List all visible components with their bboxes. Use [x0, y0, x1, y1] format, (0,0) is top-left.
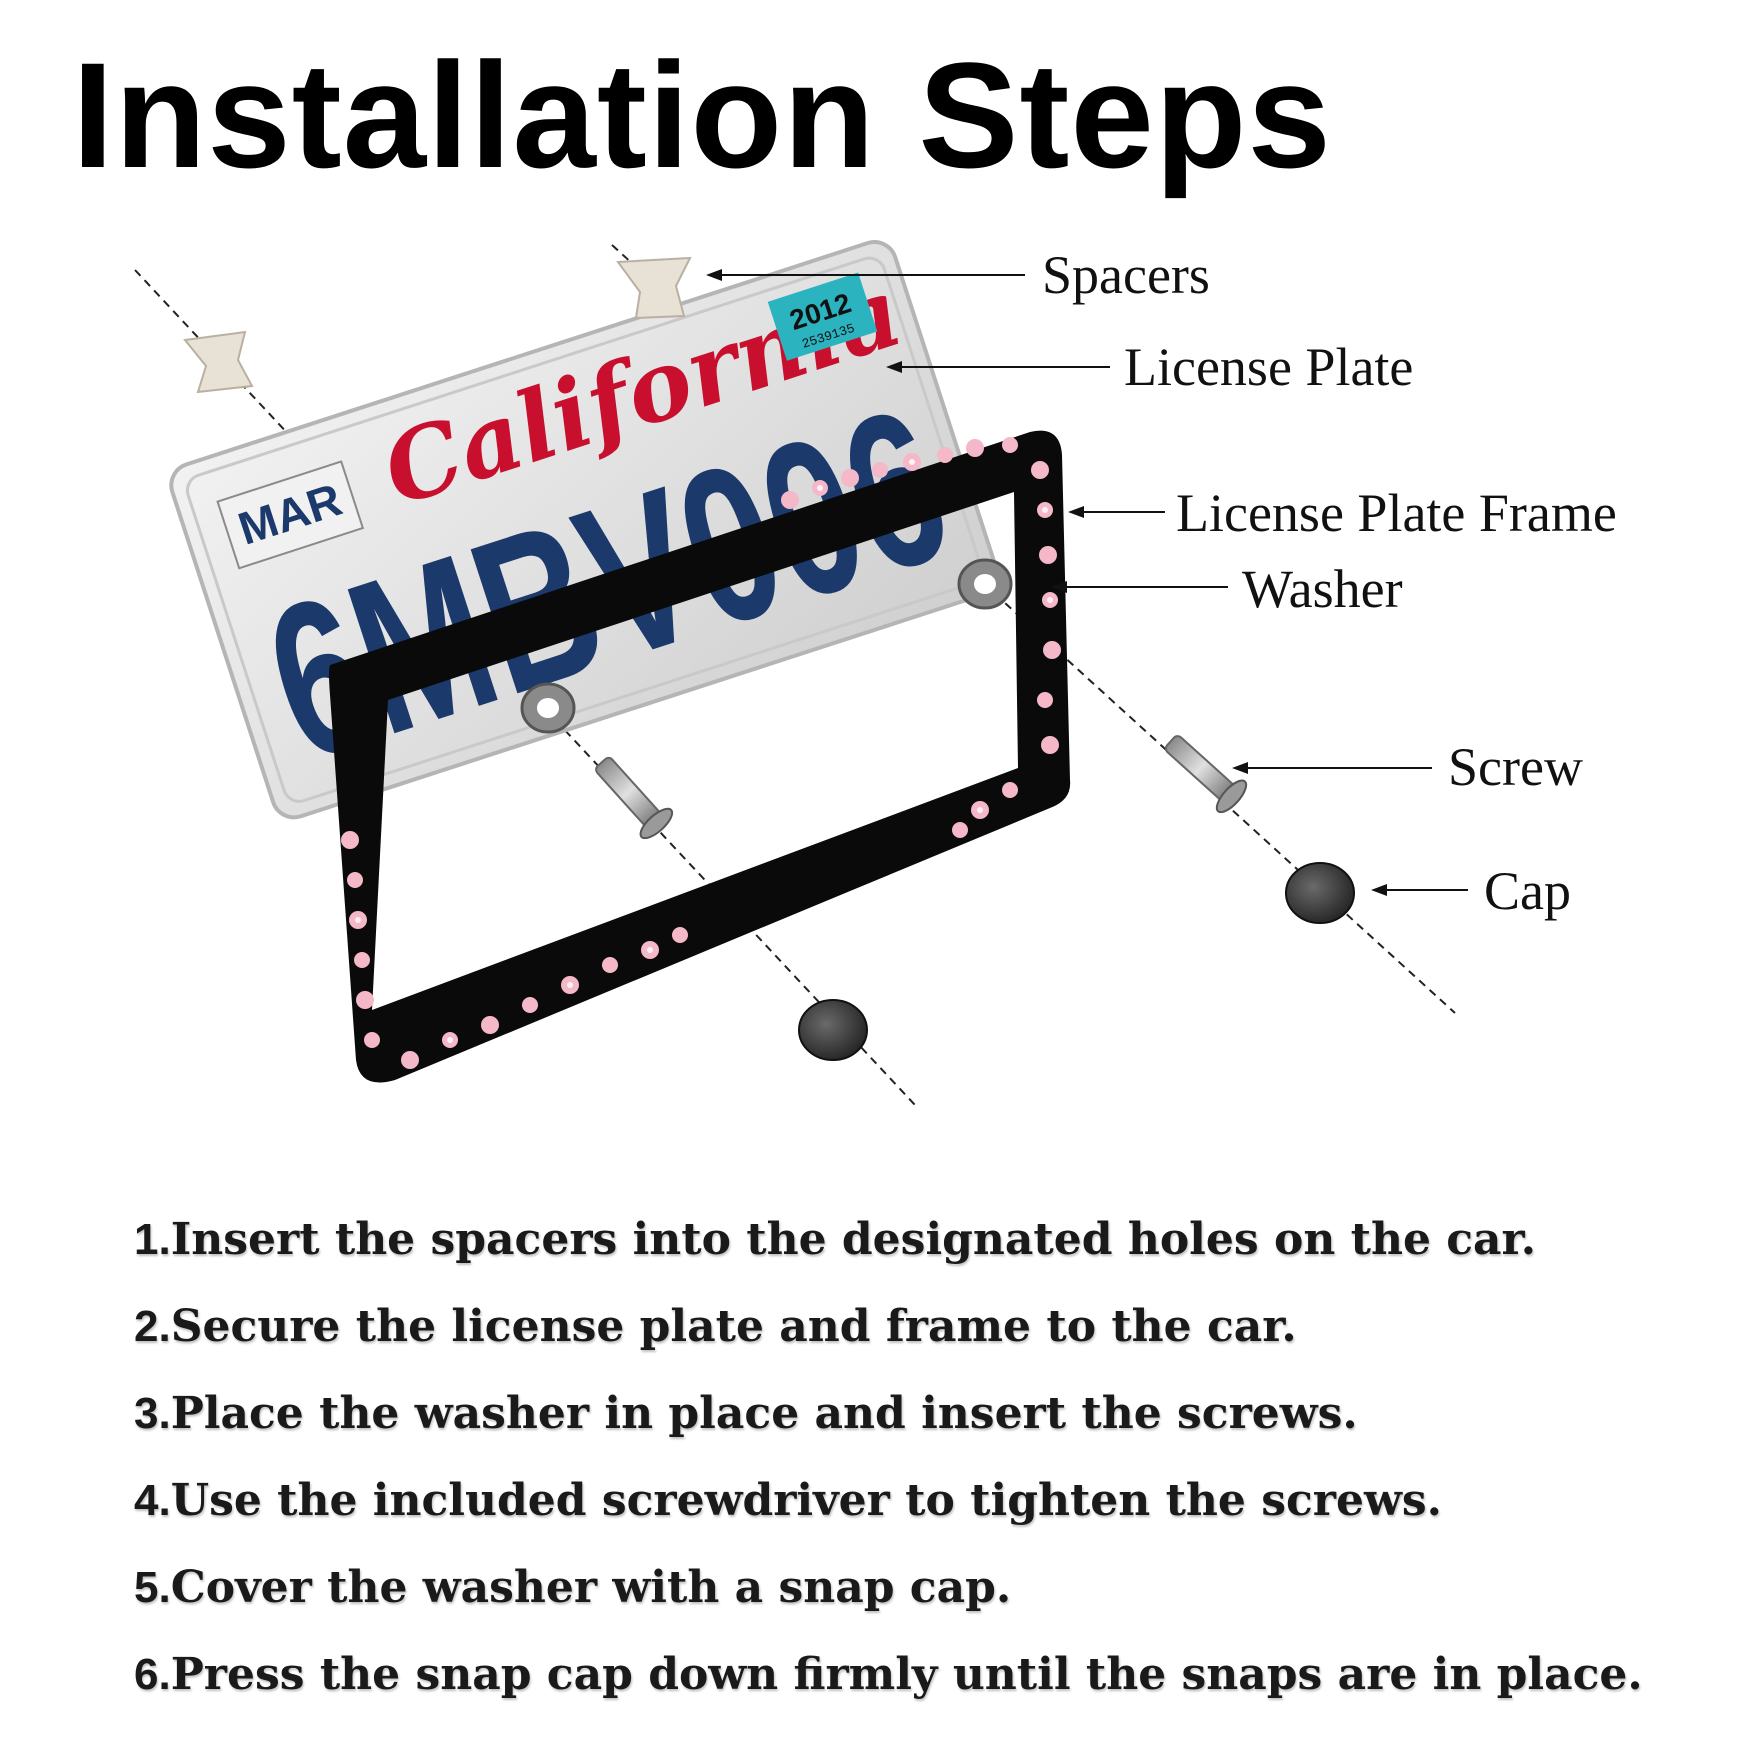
axis-left	[134, 269, 916, 1106]
washer-right	[957, 558, 1013, 610]
washer-left	[520, 682, 576, 734]
step-text: Press the snap cap down firmly until the…	[170, 1649, 1643, 1700]
step-1: 1.Insert the spacers into the designated…	[134, 1196, 1643, 1283]
step-text: Use the included screwdriver to tighten …	[170, 1475, 1442, 1526]
step-number: 1.	[134, 1215, 171, 1264]
cap-right	[1285, 862, 1355, 924]
step-number: 6.	[134, 1650, 171, 1699]
exploded-diagram: MAR California 2012 2539135 6MBV006	[134, 240, 1468, 1106]
screw-left	[595, 756, 674, 840]
step-number: 4.	[134, 1476, 171, 1525]
step-number: 5.	[134, 1563, 171, 1612]
callout-spacers: Spacers	[1042, 245, 1210, 305]
callout-arrows	[706, 269, 1468, 896]
step-number: 3.	[134, 1389, 171, 1438]
callout-washer: Washer	[1242, 559, 1403, 619]
step-text: Cover the washer with a snap cap.	[170, 1562, 1012, 1613]
screw-right	[1164, 735, 1248, 814]
spacer-left	[183, 330, 254, 394]
spacer-right	[616, 256, 692, 320]
step-5: 5.Cover the washer with a snap cap.	[134, 1544, 1643, 1631]
alignment-lines	[134, 244, 1456, 1106]
step-text: Insert the spacers into the designated h…	[170, 1214, 1537, 1265]
step-4: 4.Use the included screwdriver to tighte…	[134, 1457, 1643, 1544]
blossom-pattern	[341, 437, 1061, 1069]
callout-license-plate-frame: License Plate Frame	[1176, 483, 1617, 543]
callout-license-plate: License Plate	[1124, 337, 1414, 397]
cap-left	[798, 999, 868, 1061]
step-number: 2.	[134, 1302, 171, 1351]
callout-cap: Cap	[1484, 861, 1571, 921]
steps-list: 1.Insert the spacers into the designated…	[134, 1196, 1643, 1718]
step-text: Place the washer in place and insert the…	[170, 1388, 1358, 1439]
step-text: Secure the license plate and frame to th…	[170, 1301, 1297, 1352]
license-plate-frame	[329, 430, 1071, 1083]
step-2: 2.Secure the license plate and frame to …	[134, 1283, 1643, 1370]
callout-screw: Screw	[1448, 737, 1583, 797]
page-title: Installation Steps	[72, 31, 1332, 199]
step-6: 6.Press the snap cap down firmly until t…	[134, 1631, 1643, 1718]
step-3: 3.Place the washer in place and insert t…	[134, 1370, 1643, 1457]
